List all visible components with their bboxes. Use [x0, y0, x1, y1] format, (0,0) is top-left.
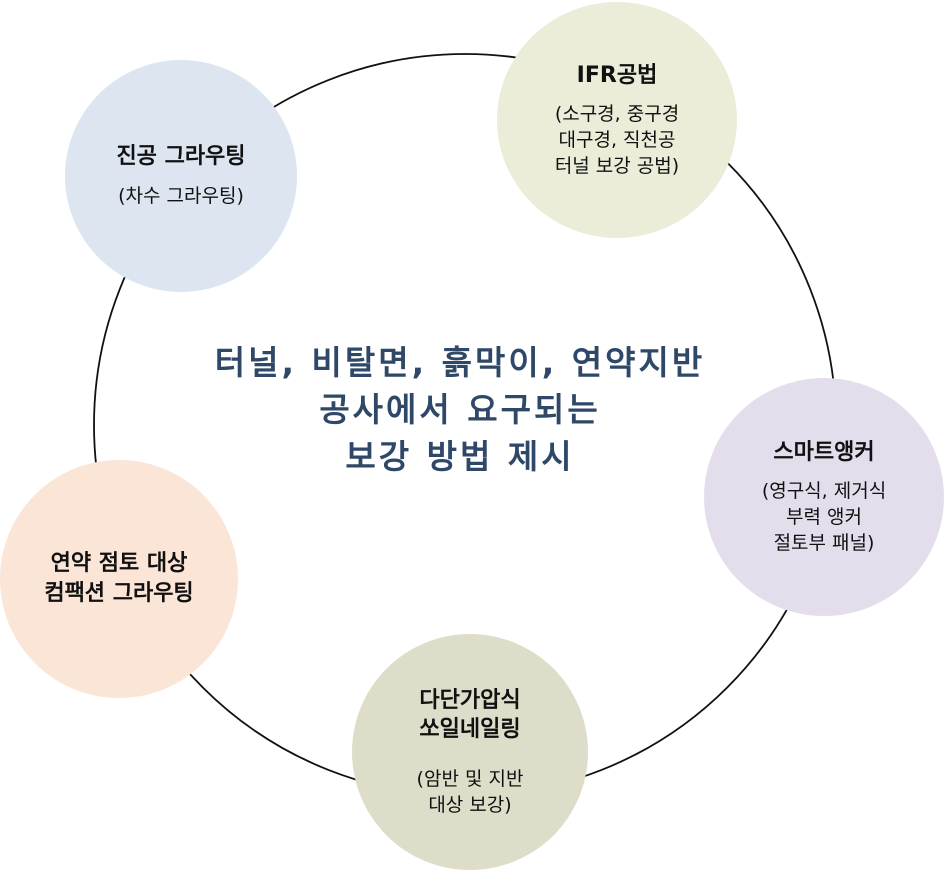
node-soil-nailing: 다단가압식 쏘일네일링 (암반 및 지반 대상 보강) — [352, 634, 588, 870]
node-compaction-grouting: 연약 점토 대상 컴팩션 그라우팅 — [0, 460, 238, 698]
node-compaction-grouting-title-line-2: 컴팩션 그라우팅 — [44, 581, 194, 606]
node-compaction-grouting-title: 연약 점토 대상 컴팩션 그라우팅 — [44, 549, 193, 608]
node-smart-anchor-subtitle: (영구식, 제거식 부력 앵커 절토부 패널) — [762, 479, 886, 556]
center-line-3: 보강 방법 제시 — [345, 436, 575, 476]
node-ifr-method: IFR공법 (소구경, 중구경 대구경, 직천공 터널 보강 공법) — [497, 2, 737, 238]
node-smart-anchor-title: 스마트앵커 — [773, 439, 875, 465]
node-smart-anchor-sub-line-3: 절토부 패널) — [773, 531, 875, 554]
node-ifr-method-subtitle: (소구경, 중구경 대구경, 직천공 터널 보강 공법) — [555, 102, 679, 179]
node-ifr-method-sub-line-1: (소구경, 중구경 — [554, 103, 680, 126]
node-smart-anchor-sub-line-2: 부력 앵커 — [786, 506, 862, 529]
node-soil-nailing-title-line-1: 다단가압식 — [419, 687, 521, 713]
center-statement: 터널, 비탈면, 흙막이, 연약지반 공사에서 요구되는 보강 방법 제시 — [210, 340, 710, 481]
node-vacuum-grouting-sub-line-1: (차수 그라우팅) — [118, 185, 244, 208]
node-compaction-grouting-title-line-1: 연약 점토 대상 — [50, 551, 188, 577]
node-soil-nailing-title-line-2: 쏘일네일링 — [419, 717, 521, 743]
node-vacuum-grouting-subtitle: (차수 그라우팅) — [118, 184, 244, 210]
node-ifr-method-title: IFR공법 — [576, 62, 658, 88]
center-line-1: 터널, 비탈면, 흙막이, 연약지반 — [214, 343, 706, 382]
node-soil-nailing-sub-line-1: (암반 및 지반 — [416, 768, 524, 791]
node-soil-nailing-title: 다단가압식 쏘일네일링 — [419, 686, 520, 745]
node-smart-anchor: 스마트앵커 (영구식, 제거식 부력 앵커 절토부 패널) — [704, 378, 944, 616]
node-smart-anchor-sub-line-1: (영구식, 제거식 — [761, 480, 887, 503]
node-vacuum-grouting: 진공 그라우팅 (차수 그라우팅) — [65, 60, 297, 292]
node-soil-nailing-subtitle: (암반 및 지반 대상 보강) — [417, 767, 524, 818]
node-ifr-method-sub-line-2: 대구경, 직천공 — [558, 129, 676, 152]
center-line-2: 공사에서 요구되는 — [319, 389, 601, 429]
node-soil-nailing-sub-line-2: 대상 보강) — [428, 793, 512, 816]
node-vacuum-grouting-title: 진공 그라우팅 — [116, 144, 246, 170]
node-ifr-method-sub-line-3: 터널 보강 공법) — [554, 154, 680, 177]
